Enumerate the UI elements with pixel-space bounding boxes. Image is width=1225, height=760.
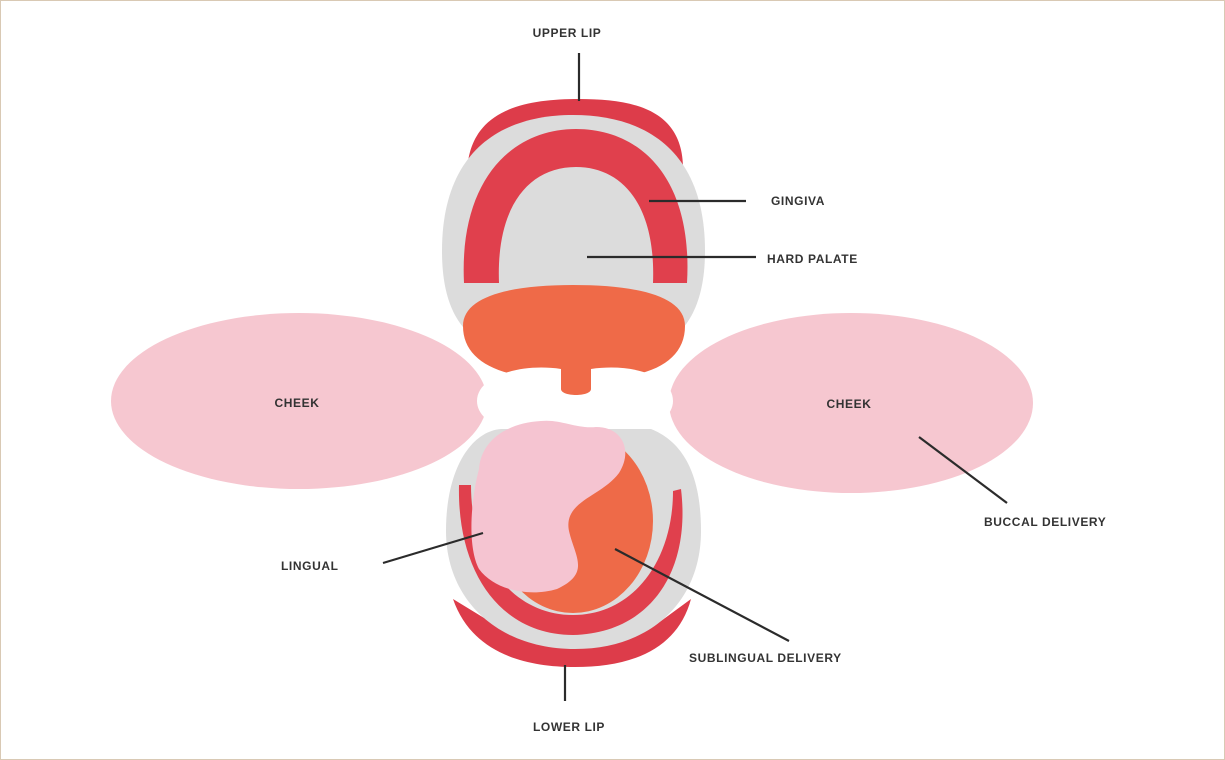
lingual-label: LINGUAL <box>281 559 339 573</box>
left-cheek-label: CHEEK <box>274 396 319 410</box>
hard-palate-label: HARD PALATE <box>767 252 858 266</box>
sublingual-delivery-label: SUBLINGUAL DELIVERY <box>689 651 842 665</box>
gingiva-label: GINGIVA <box>771 194 825 208</box>
buccal-delivery-label: BUCCAL DELIVERY <box>984 515 1106 529</box>
right-cheek-label: CHEEK <box>826 397 871 411</box>
lower-lip-label: LOWER LIP <box>533 720 605 734</box>
upper-lip-label: UPPER LIP <box>533 26 602 40</box>
